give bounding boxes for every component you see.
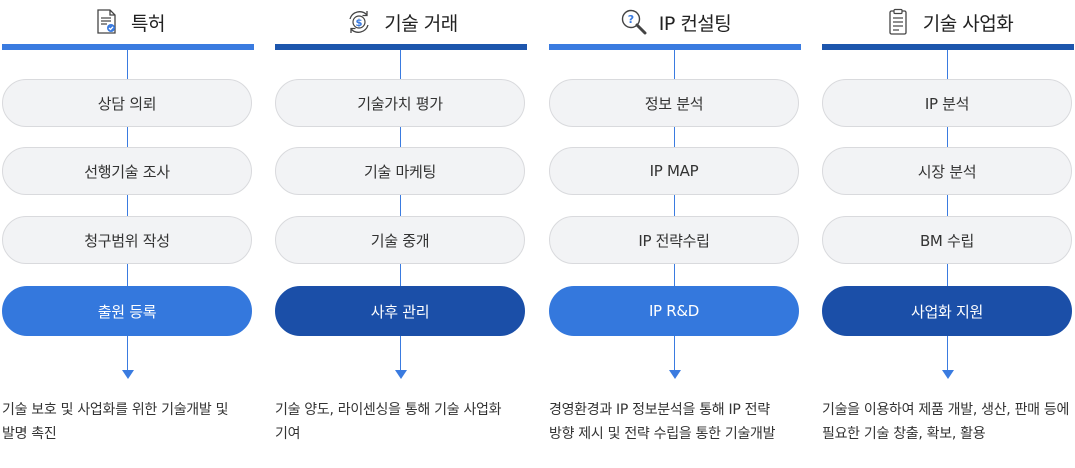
arrow-down-icon	[395, 370, 407, 379]
step-pill-final[interactable]: 출원 등록	[2, 286, 252, 336]
column-header: $ 기술 거래	[275, 0, 527, 44]
dollar-exchange-icon: $	[344, 7, 374, 37]
magnifier-question-icon: ?	[619, 7, 649, 37]
step-pill[interactable]: IP 전략수립	[549, 216, 799, 264]
step-pill[interactable]: 정보 분석	[549, 79, 799, 127]
column-description: 기술 양도, 라이센싱을 통해 기술 사업화 기여	[275, 398, 525, 446]
arrow-down-icon	[669, 370, 681, 379]
step-pill[interactable]: 기술가치 평가	[275, 79, 525, 127]
column-ip-consulting: ? IP 컨설팅 정보 분석 IP MAP IP 전략수립 IP R&D 경영환…	[549, 0, 801, 468]
arrow-down-icon	[122, 370, 134, 379]
header-bar	[549, 44, 801, 50]
column-patent: 특허 상담 의뢰 선행기술 조사 청구범위 작성 출원 등록 기술 보호 및 사…	[2, 0, 254, 468]
step-pill[interactable]: 시장 분석	[822, 147, 1072, 195]
step-pill-final[interactable]: IP R&D	[549, 286, 799, 336]
svg-text:?: ?	[628, 13, 634, 26]
document-check-icon	[91, 7, 121, 37]
column-description: 경영환경과 IP 정보분석을 통해 IP 전략 방향 제시 및 전략 수립을 통…	[549, 398, 799, 446]
column-header: ? IP 컨설팅	[549, 0, 801, 44]
arrow-down-icon	[942, 370, 954, 379]
column-description: 기술을 이용하여 제품 개발, 생산, 판매 등에 필요한 기술 창출, 확보,…	[822, 398, 1072, 446]
column-title: 기술 사업화	[923, 9, 1013, 36]
step-pill[interactable]: 상담 의뢰	[2, 79, 252, 127]
svg-text:$: $	[356, 18, 363, 29]
column-header: 기술 사업화	[822, 0, 1074, 44]
step-pill-final[interactable]: 사업화 지원	[822, 286, 1072, 336]
step-pill-final[interactable]: 사후 관리	[275, 286, 525, 336]
header-bar	[275, 44, 527, 50]
step-pill[interactable]: 기술 마케팅	[275, 147, 525, 195]
column-description: 기술 보호 및 사업화를 위한 기술개발 및 발명 촉진	[2, 398, 252, 446]
step-pill[interactable]: 청구범위 작성	[2, 216, 252, 264]
column-commercialization: 기술 사업화 IP 분석 시장 분석 BM 수립 사업화 지원 기술을 이용하여…	[822, 0, 1074, 468]
column-title: IP 컨설팅	[659, 9, 732, 36]
column-title: 특허	[131, 9, 165, 36]
step-pill[interactable]: IP MAP	[549, 147, 799, 195]
column-title: 기술 거래	[384, 9, 457, 36]
step-pill[interactable]: 선행기술 조사	[2, 147, 252, 195]
step-pill[interactable]: 기술 중개	[275, 216, 525, 264]
column-tech-trade: $ 기술 거래 기술가치 평가 기술 마케팅 기술 중개 사후 관리 기술 양도…	[275, 0, 527, 468]
clipboard-list-icon	[883, 7, 913, 37]
column-header: 특허	[2, 0, 254, 44]
header-bar	[822, 44, 1074, 50]
step-pill[interactable]: BM 수립	[822, 216, 1072, 264]
header-bar	[2, 44, 254, 50]
step-pill[interactable]: IP 분석	[822, 79, 1072, 127]
